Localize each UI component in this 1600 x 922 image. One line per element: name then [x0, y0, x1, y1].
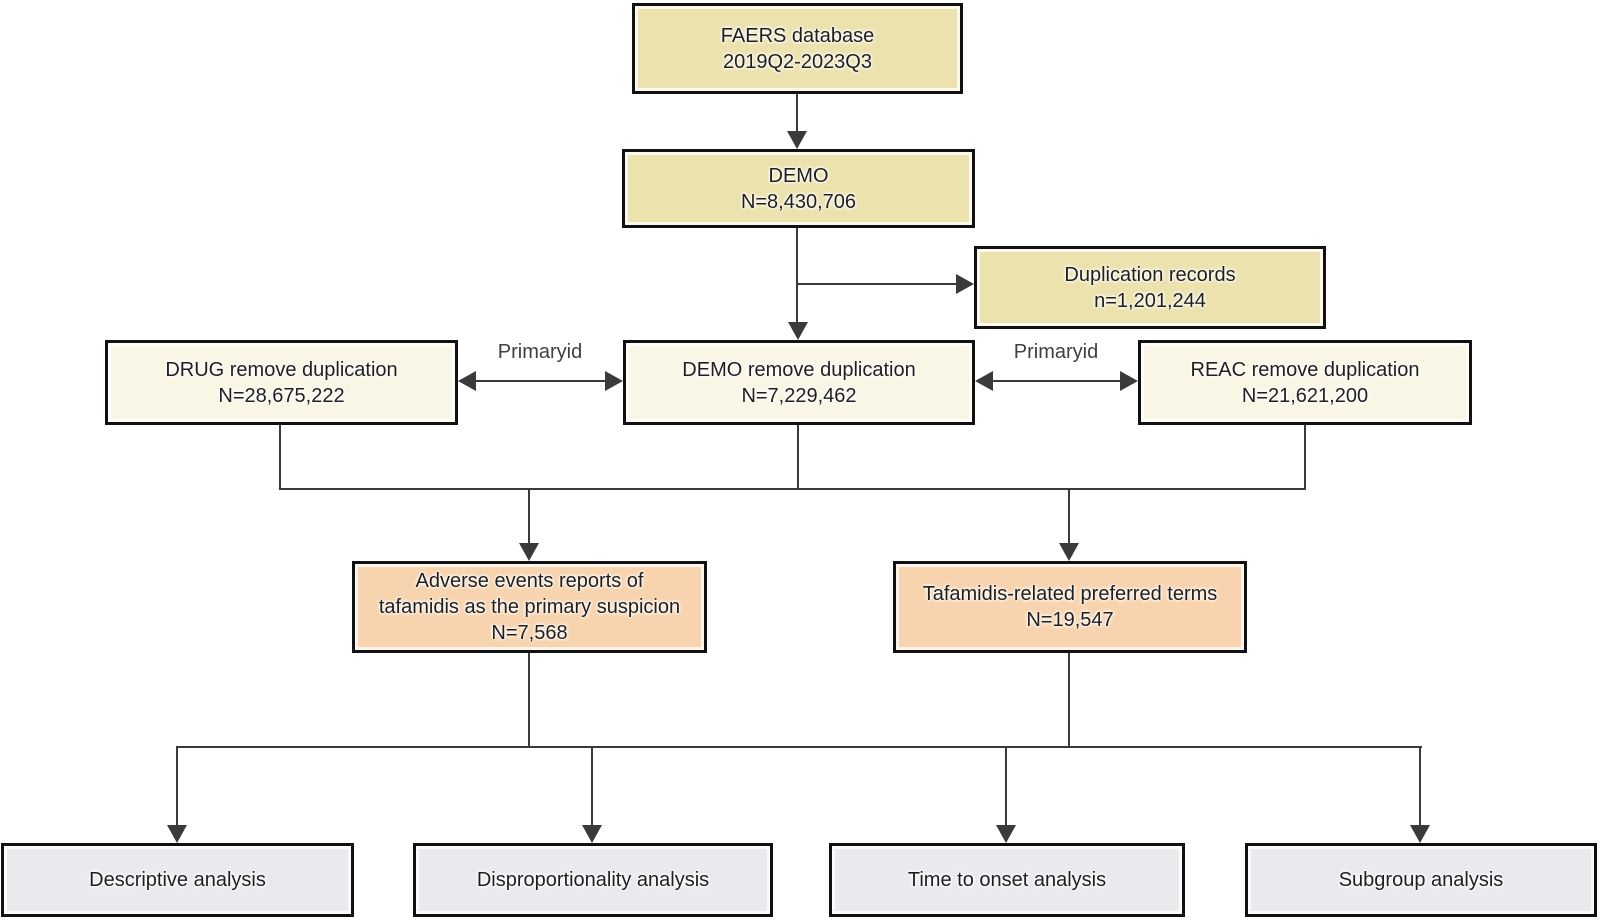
- arrow-down-icon: [996, 825, 1016, 843]
- node-label-line: DEMO: [768, 164, 829, 187]
- node-adverse-events-reports: Adverse events reports of tafamidis as t…: [352, 561, 707, 653]
- node-label-line: 2019Q2-2023Q3: [722, 50, 872, 73]
- node-label-line: Duplication records: [1064, 263, 1236, 286]
- connector-line: [528, 490, 530, 545]
- node-drug-remove-duplication: DRUG remove duplication N=28,675,222: [105, 340, 458, 425]
- node-reac-remove-duplication: REAC remove duplication N=21,621,200: [1138, 340, 1472, 425]
- node-demo-remove-duplication: DEMO remove duplication N=7,229,462: [623, 340, 975, 425]
- connector-line: [279, 425, 281, 489]
- arrow-down-icon: [788, 322, 808, 340]
- connector-line: [797, 283, 957, 285]
- edge-label-primaryid: Primaryid: [497, 341, 583, 363]
- connector-line: [472, 380, 608, 382]
- connector-rail: [176, 746, 1422, 748]
- node-label-line: N=19,547: [1026, 609, 1114, 631]
- node-label-line: Descriptive analysis: [89, 869, 266, 891]
- arrow-down-icon: [787, 131, 807, 149]
- edge-label-primaryid: Primaryid: [1013, 341, 1099, 363]
- arrow-down-icon: [519, 543, 539, 561]
- connector-line: [796, 94, 798, 134]
- arrow-right-icon: [956, 274, 974, 294]
- node-label-line: REAC remove duplication: [1190, 358, 1420, 381]
- node-label-line: N=28,675,222: [218, 384, 345, 407]
- node-faers-database: FAERS database 2019Q2-2023Q3: [632, 3, 963, 94]
- node-label-line: Adverse events reports of: [415, 570, 644, 592]
- node-label-line: n=1,201,244: [1094, 289, 1206, 312]
- connector-line: [797, 425, 799, 489]
- node-label-line: N=21,621,200: [1241, 384, 1369, 407]
- node-descriptive-analysis: Descriptive analysis: [1, 843, 354, 917]
- connector-line: [591, 748, 593, 827]
- connector-line: [1419, 748, 1421, 827]
- node-label-line: tafamidis as the primary suspicion: [378, 596, 681, 618]
- node-label-line: DRUG remove duplication: [165, 358, 398, 381]
- connector-line: [528, 653, 530, 748]
- node-label-line: FAERS database: [720, 24, 875, 47]
- node-label-line: Subgroup analysis: [1338, 869, 1504, 891]
- arrow-down-icon: [1410, 825, 1430, 843]
- connector-line: [1068, 490, 1070, 545]
- node-subgroup-analysis: Subgroup analysis: [1245, 843, 1597, 917]
- arrow-down-icon: [1059, 543, 1079, 561]
- connector-line: [991, 380, 1123, 382]
- arrow-left-icon: [975, 371, 993, 391]
- node-label-line: Tafamidis-related preferred terms: [922, 583, 1218, 605]
- node-label-line: Time to onset analysis: [907, 869, 1107, 891]
- arrow-right-icon: [1120, 371, 1138, 391]
- connector-line: [176, 748, 178, 827]
- node-demo: DEMO N=8,430,706: [622, 149, 975, 228]
- node-duplication-records: Duplication records n=1,201,244: [974, 246, 1326, 329]
- node-disproportionality-analysis: Disproportionality analysis: [413, 843, 773, 917]
- node-label-line: N=7,229,462: [741, 384, 857, 407]
- node-label-line: N=8,430,706: [740, 190, 857, 213]
- connector-line: [1304, 425, 1306, 489]
- arrow-right-icon: [605, 371, 623, 391]
- node-label-line: DEMO remove duplication: [682, 358, 916, 381]
- arrow-down-icon: [167, 825, 187, 843]
- node-label-line: Disproportionality analysis: [476, 869, 710, 891]
- connector-line: [1068, 653, 1070, 748]
- node-label-line: N=7,568: [491, 622, 568, 644]
- node-tafamidis-preferred-terms: Tafamidis-related preferred terms N=19,5…: [893, 561, 1247, 653]
- connector-line: [796, 228, 798, 326]
- connector-rail: [279, 488, 1306, 490]
- node-time-to-onset-analysis: Time to onset analysis: [829, 843, 1185, 917]
- connector-line: [1005, 748, 1007, 827]
- arrow-left-icon: [458, 371, 476, 391]
- arrow-down-icon: [582, 825, 602, 843]
